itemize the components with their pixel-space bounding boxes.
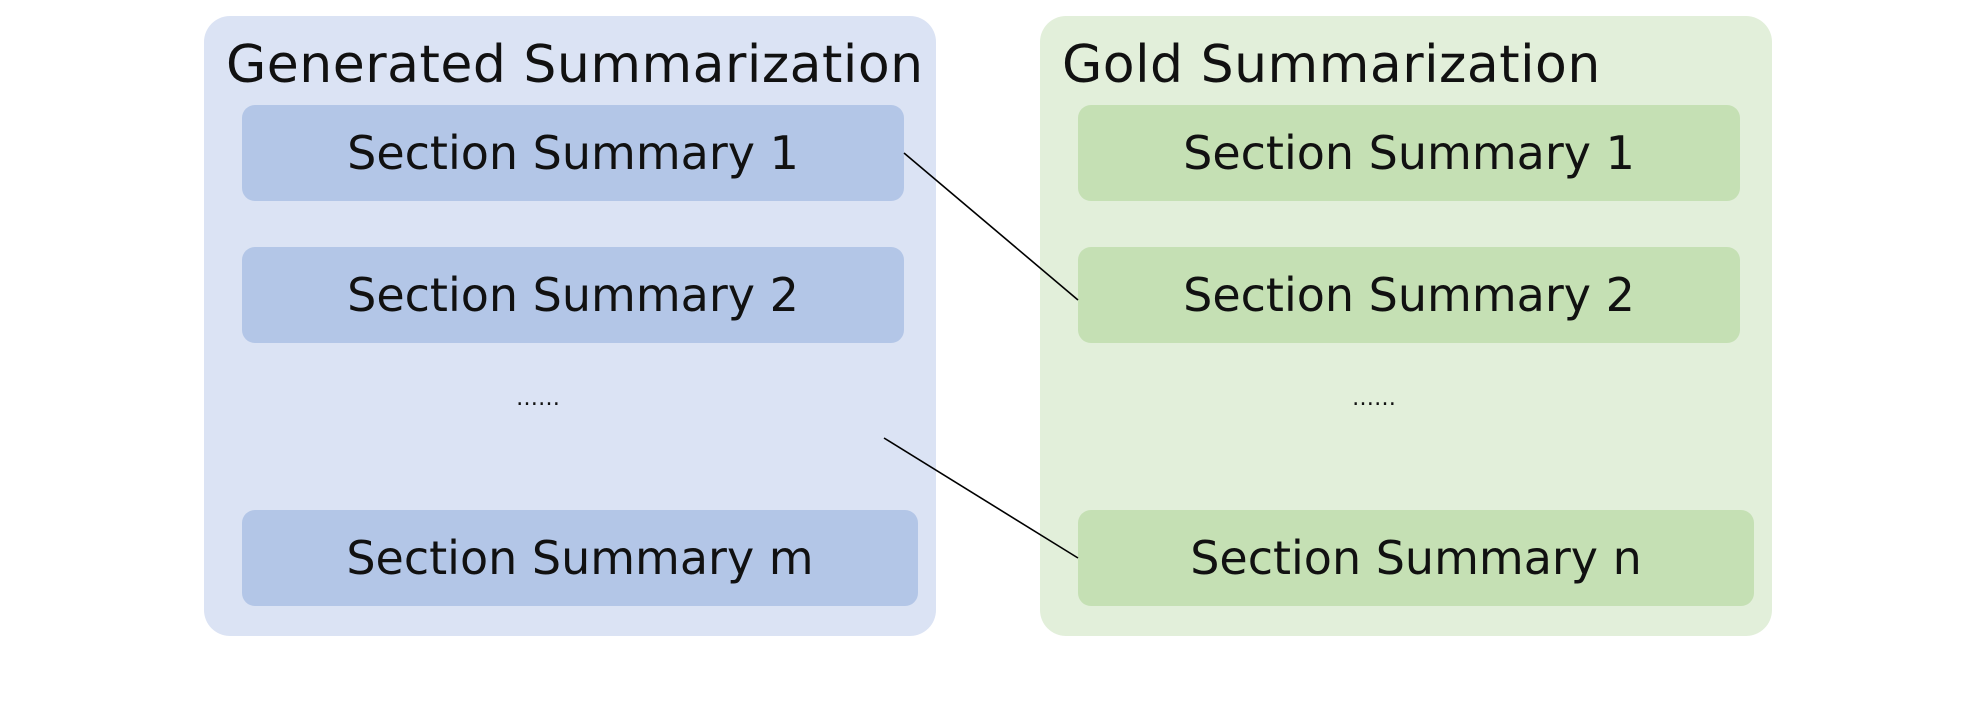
generated-section-summary-m: Section Summary m bbox=[242, 510, 918, 606]
generated-panel-title: Generated Summarization bbox=[226, 35, 924, 95]
gold-ellipsis: …… bbox=[1352, 386, 1396, 411]
generated-section-summary-2: Section Summary 2 bbox=[242, 247, 904, 343]
gold-summarization-panel: Gold Summarization Section Summary 1 Sec… bbox=[1040, 16, 1772, 636]
gold-panel-title: Gold Summarization bbox=[1062, 35, 1601, 95]
generated-ellipsis: …… bbox=[516, 386, 560, 411]
generated-summarization-panel: Generated Summarization Section Summary … bbox=[204, 16, 936, 636]
gold-section-summary-n: Section Summary n bbox=[1078, 510, 1754, 606]
gold-section-summary-1: Section Summary 1 bbox=[1078, 105, 1740, 201]
gold-section-summary-2: Section Summary 2 bbox=[1078, 247, 1740, 343]
generated-section-summary-1: Section Summary 1 bbox=[242, 105, 904, 201]
